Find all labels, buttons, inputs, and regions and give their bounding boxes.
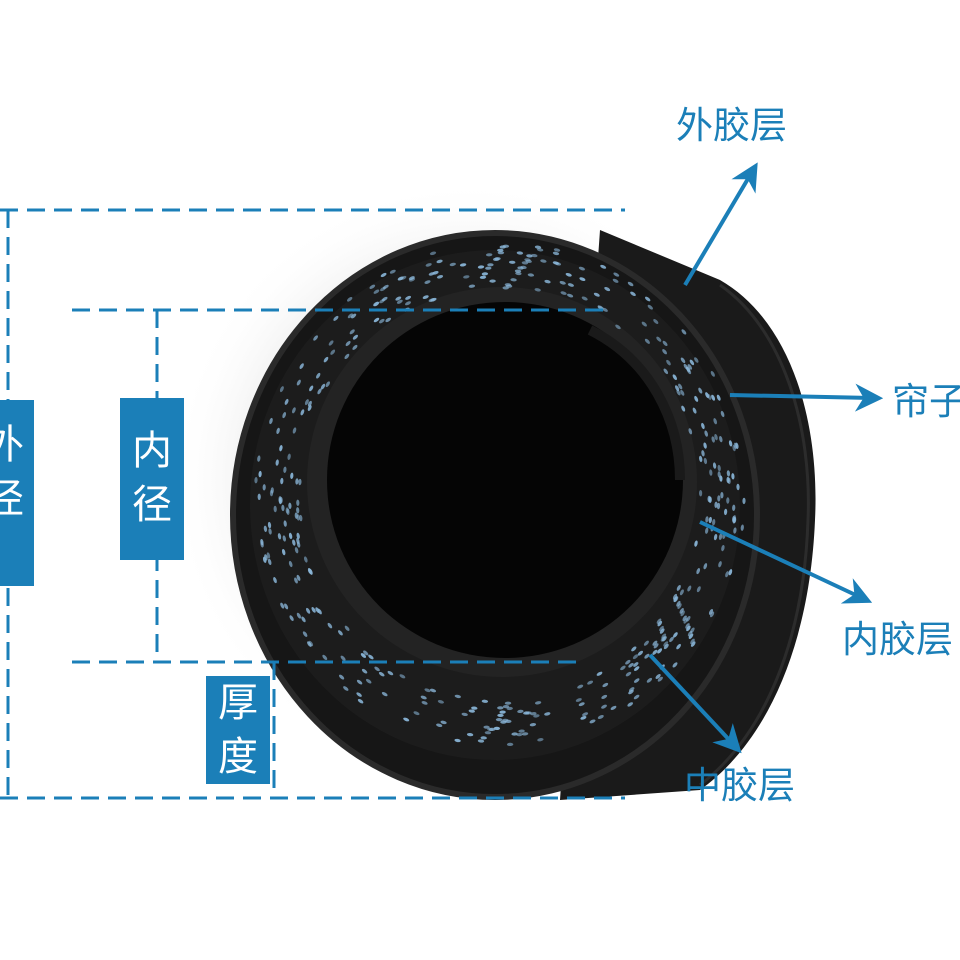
thickness-label: 厚度: [206, 676, 270, 784]
callout-inner-layer: 内胶层: [842, 618, 953, 662]
callout-outer-layer: 外胶层: [676, 104, 787, 148]
fabric-dot: [497, 706, 503, 709]
inner-diameter-label: 内径: [120, 398, 184, 560]
inner-diameter-text: 内径: [120, 424, 184, 532]
fabric-dot: [720, 492, 723, 498]
fabric-dot: [497, 249, 503, 252]
fabric-dot: [258, 494, 261, 500]
thickness-text: 厚度: [206, 676, 270, 784]
fabric-dot: [496, 718, 502, 721]
outer-diameter-text: 外径: [0, 418, 34, 526]
hose-photo: [233, 230, 816, 800]
arrow-outer-layer: [685, 172, 752, 285]
fabric-dot: [497, 714, 503, 717]
callout-middle-layer: 中胶层: [684, 764, 795, 808]
callout-ply: 帘子: [892, 380, 960, 424]
outer-diameter-label: 外径: [0, 400, 34, 586]
